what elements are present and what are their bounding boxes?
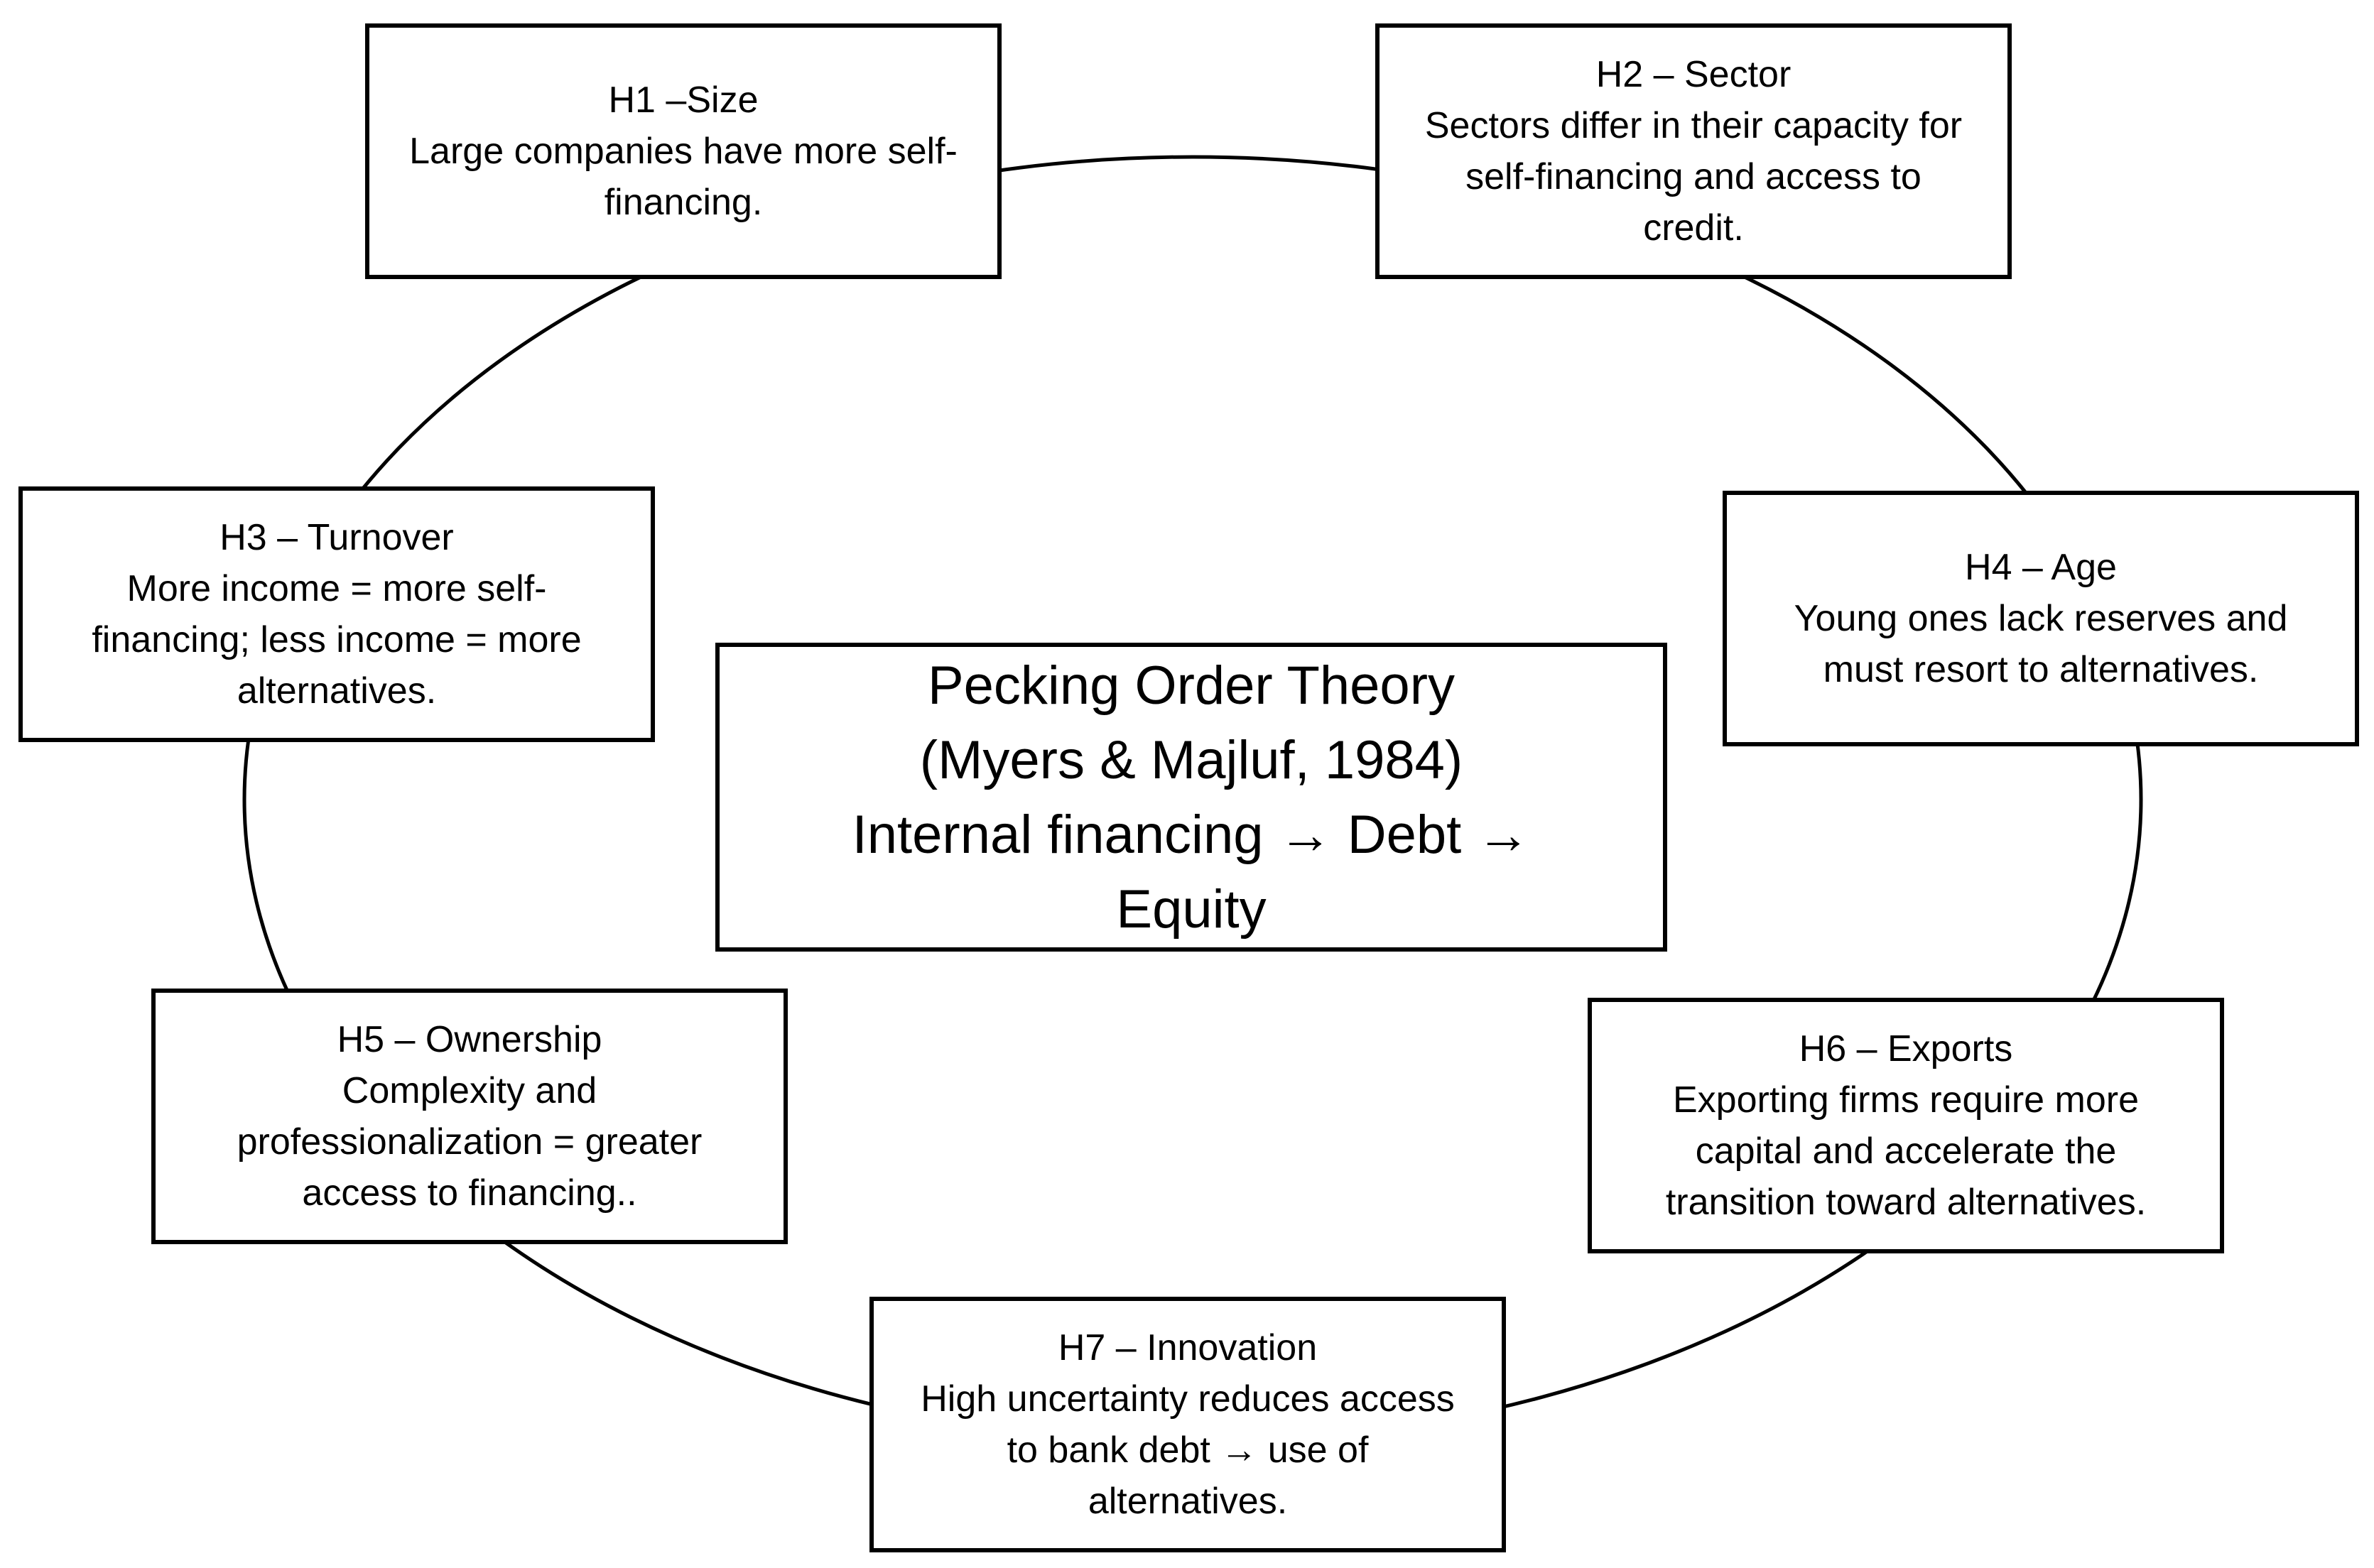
h7-text-line: High uncertainty reduces access: [921, 1378, 1455, 1420]
h3-text-line: More income = more self-: [126, 568, 547, 609]
h6-text-line: Exporting firms require more: [1673, 1079, 2139, 1121]
h4-text-line: Young ones lack reserves and: [1794, 598, 2288, 639]
hypothesis-box-h3: H3 – Turnover More income = more self- f…: [18, 486, 655, 742]
h5-title: H5 – Ownership: [337, 1019, 602, 1060]
h6-text-line: capital and accelerate the: [1695, 1131, 2117, 1172]
hypothesis-box-h6: H6 – Exports Exporting firms require mor…: [1588, 998, 2224, 1253]
h1-text-line: Large companies have more self-: [409, 131, 958, 172]
h2-text-line: credit.: [1643, 207, 1744, 249]
theory-center-box: Pecking Order Theory (Myers & Majluf, 19…: [715, 643, 1667, 952]
h7-title: H7 – Innovation: [1058, 1327, 1318, 1368]
theory-title: Pecking Order Theory: [927, 655, 1456, 716]
h1-text-line: financing.: [604, 182, 763, 223]
h2-text-line: Sectors differ in their capacity for: [1424, 105, 1963, 146]
h1-title: H1 –Size: [608, 80, 759, 121]
h2-title: H2 – Sector: [1595, 54, 1792, 95]
h6-title: H6 – Exports: [1799, 1028, 2013, 1069]
theory-sequence: Equity: [1116, 878, 1267, 940]
h3-text-line: alternatives.: [237, 670, 437, 712]
h6-text-line: transition toward alternatives.: [1665, 1182, 2147, 1223]
theory-citation: (Myers & Majluf, 1984): [919, 729, 1463, 790]
h4-title: H4 – Age: [1965, 547, 2117, 588]
hypothesis-box-h1: H1 –Size Large companies have more self-…: [365, 23, 1002, 279]
h7-text-line: alternatives.: [1088, 1481, 1288, 1522]
h5-text-line: access to financing..: [302, 1172, 637, 1214]
hypothesis-box-h2: H2 – Sector Sectors differ in their capa…: [1375, 23, 2012, 279]
hypothesis-box-h5: H5 – Ownership Complexity and profession…: [151, 989, 788, 1244]
h7-text-line: to bank debt → use of: [1007, 1430, 1369, 1471]
h4-text-line: must resort to alternatives.: [1823, 649, 2259, 690]
h5-text-line: Complexity and: [342, 1070, 597, 1111]
h2-text-line: self-financing and access to: [1465, 156, 1922, 197]
hypothesis-box-h7: H7 – Innovation High uncertainty reduces…: [869, 1297, 1506, 1552]
hypothesis-box-h4: H4 – Age Young ones lack reserves and mu…: [1723, 491, 2359, 746]
h5-text-line: professionalization = greater: [237, 1121, 703, 1163]
h3-text-line: financing; less income = more: [92, 619, 582, 660]
h3-title: H3 – Turnover: [219, 517, 454, 558]
theory-sequence: Internal financing → Debt →: [852, 804, 1531, 865]
